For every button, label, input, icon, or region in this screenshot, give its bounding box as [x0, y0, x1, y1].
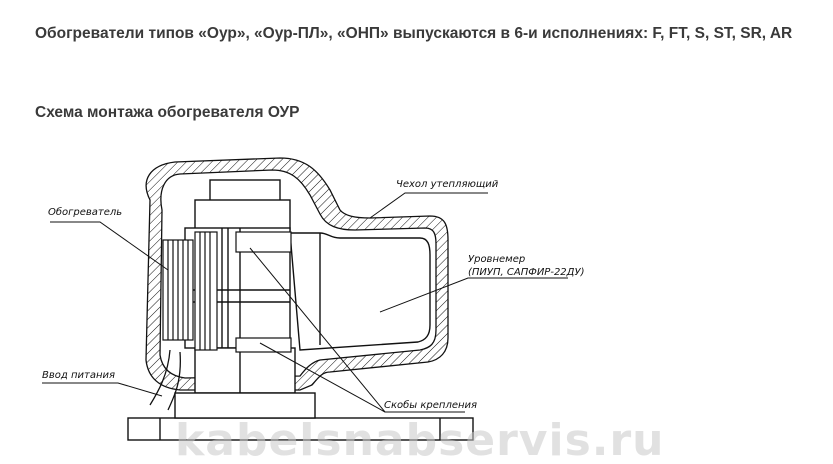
level-meter — [289, 232, 431, 351]
insulating-cover — [145, 157, 449, 391]
base-plate — [127, 392, 474, 441]
label-cover: Чехол утепляющий — [396, 179, 499, 190]
watermark: kabelsnabservis.ru — [175, 415, 665, 464]
leader-lines — [42, 192, 568, 413]
heater-block — [162, 231, 292, 353]
diagram-heading: Схема монтажа обогревателя ОУР — [35, 104, 300, 121]
mounting-diagram: Обогреватель Чехол утепляющий Уровнемер … — [42, 157, 665, 464]
intro-paragraph: Обогреватели типов «Оур», «Оур-ПЛ», «ОНП… — [35, 25, 793, 42]
label-level-meter-2: (ПИУП, САПФИР-22ДУ) — [468, 267, 584, 278]
label-level-meter-1: Уровнемер — [468, 254, 525, 265]
label-heater: Обогреватель — [48, 206, 122, 218]
power-cable — [149, 349, 181, 411]
label-power-input: Ввод питания — [42, 370, 115, 381]
label-brackets: Скобы крепления — [384, 399, 477, 411]
